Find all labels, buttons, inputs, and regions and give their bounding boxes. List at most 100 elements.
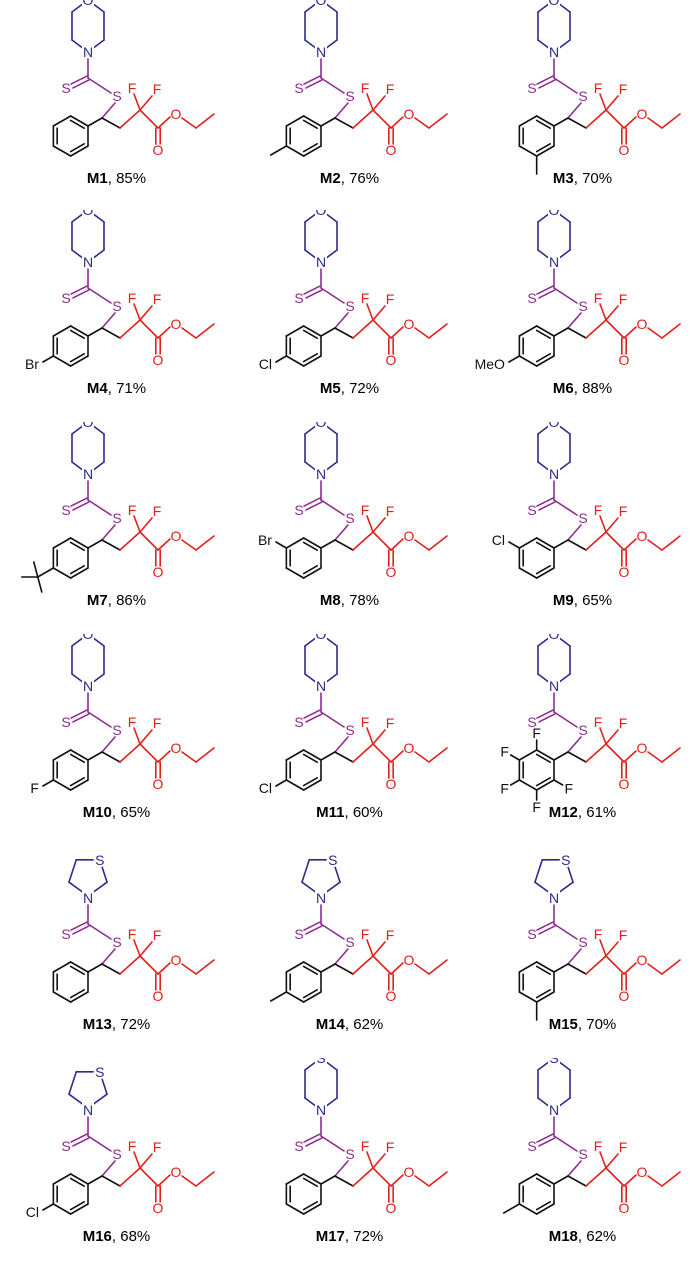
- bond: [181, 1175, 197, 1187]
- bond: [69, 537, 89, 549]
- fluorine: F: [619, 927, 628, 943]
- bond: [534, 859, 544, 883]
- bond: [87, 923, 112, 940]
- fluorine: F: [386, 291, 395, 307]
- fluorine: F: [361, 80, 370, 96]
- bond: [390, 1174, 404, 1187]
- bond: [502, 1203, 521, 1214]
- label-mask: [82, 255, 94, 269]
- thioether-sulfur: S: [112, 88, 121, 104]
- bond: [509, 754, 521, 761]
- bond: [101, 539, 121, 551]
- bond: [553, 117, 569, 127]
- bond: [414, 117, 430, 129]
- thione-sulfur: S: [294, 502, 303, 518]
- bond: [605, 1167, 625, 1187]
- bond: [42, 355, 55, 363]
- bond: [52, 779, 72, 791]
- double-bond: [72, 501, 90, 511]
- ring-heteroatom: O: [83, 634, 94, 642]
- bond: [518, 1203, 538, 1215]
- bond: [285, 115, 305, 127]
- double-bond: [303, 709, 321, 719]
- label-mask: [82, 467, 94, 481]
- ester-oxygen: O: [404, 1164, 415, 1180]
- bond: [320, 1175, 336, 1185]
- bond: [334, 524, 349, 541]
- bond: [518, 779, 538, 791]
- ring-heteroatom: O: [549, 422, 560, 430]
- caption-separator: ,: [577, 1228, 587, 1245]
- ester-oxygen: O: [637, 740, 648, 756]
- ring-heteroatom: O: [316, 634, 327, 642]
- bond: [623, 1174, 637, 1187]
- bond: [320, 117, 336, 127]
- double-bond: [305, 289, 323, 299]
- bond: [42, 779, 55, 787]
- bond: [195, 959, 215, 975]
- double-bond: [303, 1133, 321, 1143]
- bond: [553, 539, 569, 549]
- bond: [32, 561, 39, 578]
- bond: [605, 955, 625, 975]
- amine-nitrogen: N: [549, 678, 559, 694]
- thione-sulfur: S: [61, 290, 70, 306]
- double-bond: [305, 1137, 323, 1147]
- thioether-sulfur: S: [345, 934, 354, 950]
- double-bond: [538, 289, 556, 299]
- thione-sulfur: S: [527, 80, 536, 96]
- compound-yield: 88%: [582, 380, 613, 397]
- compound-code: M13: [82, 1016, 112, 1033]
- fluorine: F: [619, 715, 628, 731]
- bond: [302, 115, 322, 127]
- bond: [101, 1160, 116, 1177]
- bond: [157, 750, 171, 763]
- label-mask: [315, 45, 327, 59]
- bond: [52, 115, 72, 127]
- bond: [52, 961, 72, 973]
- bond: [302, 1203, 322, 1215]
- fluorine: F: [619, 81, 628, 97]
- bond: [428, 535, 448, 551]
- fluorine: F: [532, 725, 541, 741]
- bond: [285, 961, 305, 973]
- ester-oxygen: O: [171, 106, 182, 122]
- bond: [87, 711, 112, 728]
- carbonyl-oxygen: O: [153, 776, 164, 792]
- bond: [139, 941, 153, 957]
- fluorine: F: [594, 80, 603, 96]
- bond: [366, 1151, 374, 1169]
- bond: [69, 325, 89, 337]
- fluorine: F: [361, 502, 370, 518]
- label-mask: [548, 891, 560, 905]
- thioether-sulfur: S: [345, 510, 354, 526]
- halogen: Cl: [26, 1204, 39, 1220]
- bond: [285, 325, 305, 337]
- double-bond: [303, 285, 321, 295]
- bond: [285, 1173, 305, 1185]
- bond: [390, 116, 404, 129]
- thione-sulfur: S: [61, 926, 70, 942]
- label-mask: [315, 255, 327, 269]
- double-bond: [303, 75, 321, 85]
- aromatic-bond: [302, 1201, 318, 1211]
- bond: [567, 539, 587, 551]
- bond: [334, 539, 354, 551]
- bond: [605, 517, 619, 533]
- bond: [518, 1173, 538, 1185]
- aromatic-bond: [69, 1177, 85, 1187]
- label-mask: [548, 422, 560, 429]
- bond: [133, 1151, 141, 1169]
